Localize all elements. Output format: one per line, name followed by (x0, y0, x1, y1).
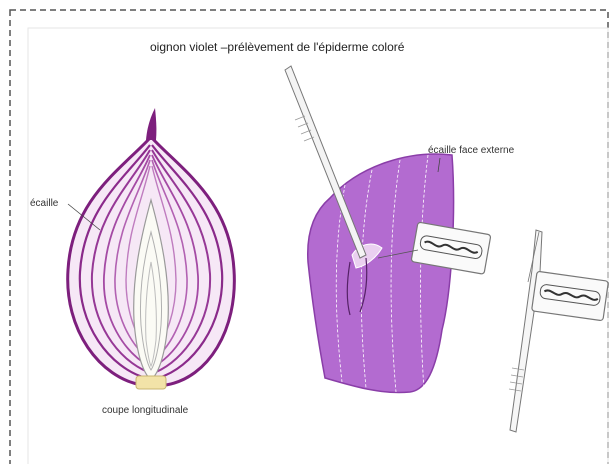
razor-blade-2 (532, 271, 609, 321)
scale-piece (308, 154, 454, 392)
basal-plate (136, 376, 166, 389)
diagram-title: oignon violet –prélèvement de l'épiderme… (150, 40, 404, 54)
onion-section (68, 108, 235, 389)
label-outer-face: écaille face externe (428, 145, 514, 156)
label-longitudinal-section: coupe longitudinale (102, 405, 188, 416)
label-scale: écaille (30, 198, 58, 209)
forceps-standing (509, 230, 542, 432)
